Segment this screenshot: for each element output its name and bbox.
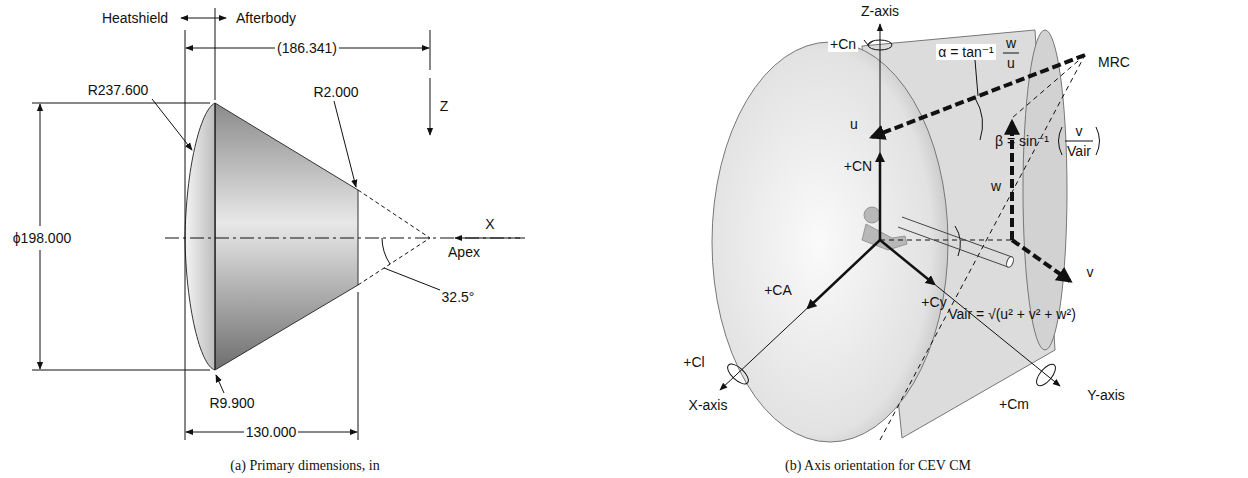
force-label: +CA [762,282,794,298]
formula-label: β = sin⁻¹ [993,133,1051,149]
subfigure-caption: (b) Axis orientation for CEV CM [783,458,973,474]
axis-label: X [483,216,496,232]
formula-denominator: u [1005,55,1017,71]
formula-numerator: v [1074,123,1085,139]
formula-denominator: Vair [1065,143,1093,159]
force-label: +CN [842,158,874,174]
vector-label: v [1085,264,1096,280]
moment-label: +Cm [997,396,1031,412]
formula-numerator: w [1004,35,1018,51]
vector-label: u [848,116,860,132]
vector-label: w [989,178,1003,194]
angle-label: 32.5° [440,289,477,305]
moment-label: +Cl [681,354,706,370]
force-label: +Cy [919,294,948,310]
dimension-label: (186.341) [275,40,339,56]
axis-label: Z [438,98,451,114]
axis-label: Z-axis [859,3,901,19]
formula-label: α = tan⁻¹ [936,44,996,60]
formula-label: Vair = √(u² + v² + w²) [946,306,1078,322]
dimension-label: 130.000 [244,424,299,440]
radius-label: R2.000 [311,84,360,100]
radius-label: R9.900 [207,395,256,411]
subfigure-caption: (a) Primary dimensions, in [228,458,381,474]
moment-label: +Cn [828,36,858,52]
point-label: MRC [1096,54,1132,70]
axis-label: Y-axis [1085,387,1127,403]
radius-label: R237.600 [86,82,151,98]
dimension-label: ϕ198.000 [11,230,73,246]
axis-label: X-axis [687,397,730,413]
point-label: Apex [446,244,482,260]
section-label: Afterbody [234,10,298,26]
section-label: Heatshield [100,10,170,26]
